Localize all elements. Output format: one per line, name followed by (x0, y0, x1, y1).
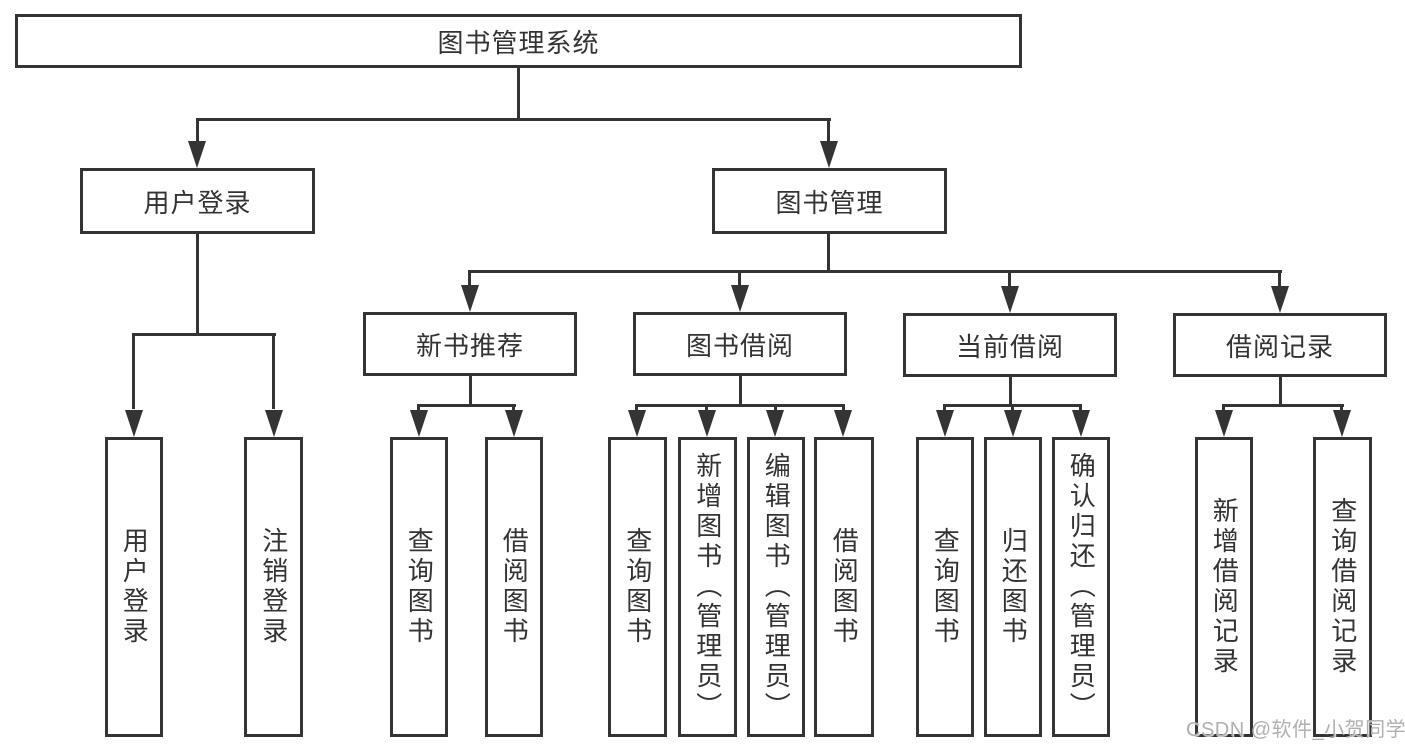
connector-borrow-records-stub (1279, 377, 1282, 406)
leaf-book-borrow-edit-label: 编辑图书（管理员） (761, 452, 792, 722)
leaf-current-query-label: 查询图书 (930, 527, 961, 647)
connector-stem-leaf-user-login (132, 333, 135, 409)
csdn-watermark: CSDN @软件_小贺同学 (1186, 719, 1405, 741)
node-book-mgmt-label: 图书管理 (775, 187, 884, 218)
leaf-records-add-label: 新增借阅记录 (1209, 497, 1240, 677)
connector-stem-new-books (468, 270, 471, 286)
connector-stem (1011, 404, 1014, 414)
connector-borrow-records-branch (1222, 404, 1344, 407)
connector-arrowhead (766, 410, 784, 437)
connector-current-borrow-stub (1009, 377, 1012, 406)
leaf-records-query: 查询借阅记录 (1313, 437, 1372, 737)
connector-arrowhead (1215, 410, 1233, 437)
leaf-current-return: 归还图书 (984, 437, 1042, 737)
connector-root-stub (517, 67, 520, 120)
leaf-new-books-query-label: 查询图书 (404, 527, 435, 647)
connector-stem (705, 404, 708, 414)
connector-stem-borrow-records (1278, 270, 1281, 286)
node-current-borrow-label: 当前借阅 (955, 331, 1064, 362)
leaf-user-login: 用户登录 (105, 437, 163, 737)
connector-stem-current-borrow (1008, 270, 1011, 286)
leaf-new-books-borrow: 借阅图书 (485, 437, 543, 737)
connector-arrowhead (1271, 286, 1289, 313)
connector-arrowhead (1072, 410, 1090, 437)
leaf-current-confirm-return-label: 确认归还（管理员） (1066, 452, 1097, 722)
leaf-book-borrow-query-label: 查询图书 (622, 527, 653, 647)
node-root-label: 图书管理系统 (437, 27, 600, 58)
leaf-book-borrow-edit: 编辑图书（管理员） (747, 437, 805, 737)
connector-stem-book-borrow (738, 270, 741, 286)
connector-arrowhead (505, 410, 523, 437)
leaf-current-query: 查询图书 (916, 437, 974, 737)
connector-stem (943, 404, 946, 414)
connector-stem-leaf-logout (272, 333, 275, 409)
connector-book-mgmt-branch (468, 270, 1282, 273)
leaf-logout-login-label: 注销登录 (258, 527, 289, 647)
connector-stem (1340, 404, 1343, 414)
connector-stem (417, 404, 420, 414)
connector-stem-book-mgmt (827, 118, 830, 142)
connector-arrowhead (834, 410, 852, 437)
connector-arrowhead (188, 141, 206, 168)
connector-stem (635, 404, 638, 414)
connector-arrowhead (731, 285, 749, 312)
connector-stem (1079, 404, 1082, 414)
node-borrow-records-label: 借阅记录 (1225, 331, 1334, 362)
node-borrow-records: 借阅记录 (1173, 313, 1387, 377)
connector-new-books-stub (469, 376, 472, 406)
leaf-user-login-label: 用户登录 (119, 527, 150, 647)
leaf-new-books-query: 查询图书 (390, 437, 448, 737)
node-user-login-label: 用户登录 (143, 187, 252, 218)
leaf-new-books-borrow-label: 借阅图书 (499, 527, 530, 647)
connector-new-books-branch (417, 404, 516, 407)
node-user-login: 用户登录 (80, 168, 315, 234)
leaf-book-borrow-add-label: 新增图书（管理员） (692, 452, 723, 722)
connector-root-branch (196, 118, 831, 121)
connector-arrowhead (1001, 286, 1019, 313)
leaf-book-borrow-borrow-label: 借阅图书 (829, 527, 860, 647)
connector-book-borrow-stub (739, 376, 742, 406)
connector-arrowhead (410, 410, 428, 437)
connector-arrowhead (1004, 410, 1022, 437)
leaf-logout-login: 注销登录 (244, 437, 303, 737)
connector-arrowhead (820, 141, 838, 168)
node-new-books: 新书推荐 (363, 312, 577, 376)
connector-stem-user-login (196, 118, 199, 142)
leaf-book-borrow-borrow: 借阅图书 (814, 437, 874, 737)
node-current-borrow: 当前借阅 (903, 313, 1117, 377)
node-root: 图书管理系统 (15, 14, 1022, 68)
connector-arrowhead (936, 410, 954, 437)
connector-stem (774, 404, 777, 414)
connector-stem (512, 404, 515, 414)
connector-arrowhead (1333, 410, 1351, 437)
connector-stem (1222, 404, 1225, 414)
connector-user-login-stub (196, 234, 199, 336)
connector-user-login-branch (132, 333, 276, 336)
leaf-book-borrow-add: 新增图书（管理员） (678, 437, 737, 737)
connector-arrowhead (125, 410, 143, 437)
leaf-records-add: 新增借阅记录 (1195, 437, 1253, 737)
connector-book-borrow-branch (635, 404, 845, 407)
leaf-current-confirm-return: 确认归还（管理员） (1052, 437, 1110, 737)
connector-arrowhead (461, 285, 479, 312)
node-book-borrow-label: 图书借阅 (685, 330, 794, 361)
connector-stem (842, 404, 845, 414)
leaf-records-query-label: 查询借阅记录 (1327, 497, 1358, 677)
connector-arrowhead (265, 410, 283, 437)
connector-arrowhead (628, 410, 646, 437)
connector-arrowhead (698, 410, 716, 437)
node-book-borrow: 图书借阅 (633, 312, 847, 376)
leaf-current-return-label: 归还图书 (998, 527, 1029, 647)
leaf-book-borrow-query: 查询图书 (608, 437, 667, 737)
connector-book-mgmt-stub (827, 234, 830, 272)
node-book-mgmt: 图书管理 (712, 168, 947, 234)
node-new-books-label: 新书推荐 (415, 330, 524, 361)
